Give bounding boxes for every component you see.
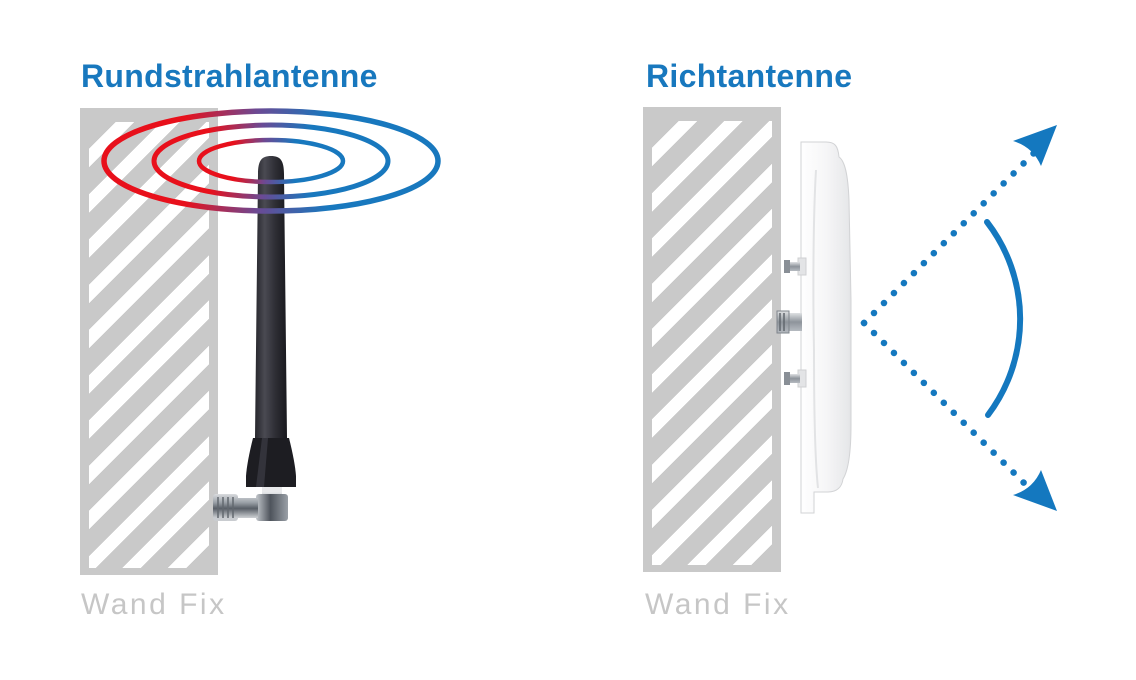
wave-ring-inner: [196, 137, 346, 185]
right-wall-label: Wand Fix: [645, 588, 791, 621]
omni-antenna-figure: [101, 108, 441, 521]
connector-elbow: [256, 494, 288, 521]
beam-arrowhead-up: [1013, 125, 1057, 166]
rod-antenna-base: [246, 438, 296, 487]
connector-neck: [262, 487, 282, 497]
wave-ring-outer: [101, 108, 441, 214]
right-diagram-title: Richtantenne: [646, 58, 853, 94]
directional-beam-arrows-icon: [860, 125, 1057, 511]
omnidirectional-wave-rings-icon: [101, 108, 441, 214]
right-wall-hatch-pattern: [652, 121, 772, 565]
rod-antenna-shaft: [255, 156, 287, 438]
connector-knurled-nut: [213, 494, 238, 521]
panel-mounting-screw-bottom: [784, 369, 807, 388]
panel-antenna-seam: [812, 169, 819, 489]
panel-antenna-body: [800, 141, 852, 514]
beam-dotted-line-up: [860, 147, 1040, 327]
beam-arrowhead-down: [1013, 470, 1057, 511]
connector-barrel: [234, 498, 258, 518]
rod-antenna-base-highlight: [256, 438, 268, 487]
left-diagram-title: Rundstrahlantenne: [81, 58, 378, 94]
right-wall: [643, 107, 781, 572]
knurl-lines: [217, 497, 234, 518]
beam-angle-arc: [984, 219, 1024, 418]
left-wall-label: Wand Fix: [81, 588, 227, 621]
beam-dotted-line-down: [860, 319, 1040, 499]
panel-coax-connector: [776, 310, 802, 334]
panel-mounting-screw-top: [784, 257, 807, 276]
wave-ring-middle: [151, 122, 391, 200]
directional-antenna-figure: [776, 125, 1057, 514]
